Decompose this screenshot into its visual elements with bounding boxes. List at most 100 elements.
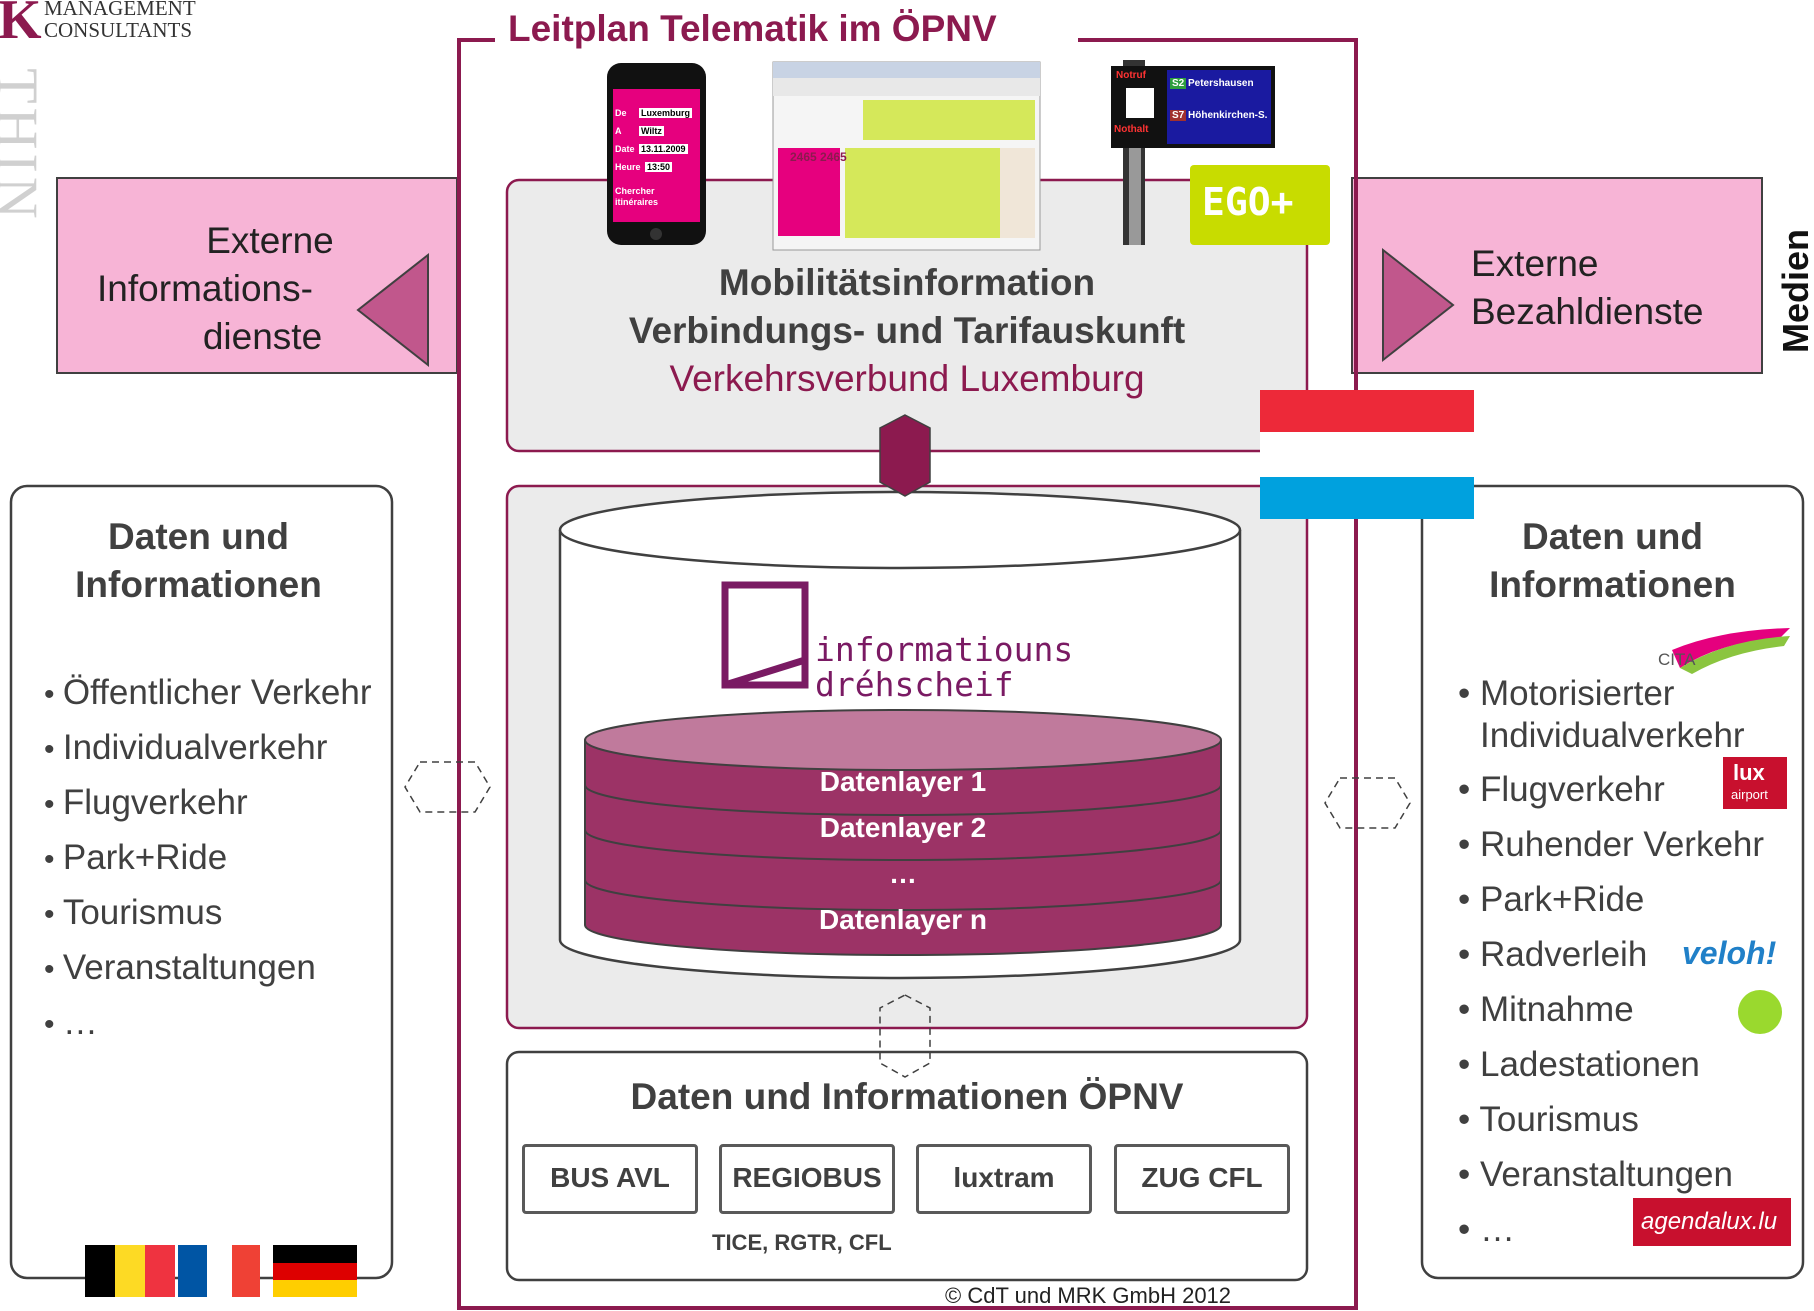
connector-bottom	[879, 994, 931, 1078]
right-item-6: • Mitnahme	[1458, 990, 1634, 1029]
list-item: Individualverkehr	[44, 728, 372, 783]
cita-logo-swoosh	[1672, 628, 1790, 668]
phone-label-to: A	[615, 126, 622, 136]
sign-line2-dest: Höhenkirchen-S.	[1188, 110, 1268, 121]
left-panel-title-2: Informationen	[75, 564, 322, 605]
diagram-title: Leitplan Telematik im ÖPNV	[508, 8, 997, 49]
cylinder-top	[558, 490, 1242, 570]
right-item-9-text: Veranstaltungen	[1479, 1155, 1733, 1194]
sign-line1-no: S2	[1170, 78, 1187, 89]
right-item-3: • Ruhender Verkehr	[1458, 825, 1765, 864]
right-arrow-label-2: Bezahldienste	[1471, 291, 1704, 332]
mobility-line-1: Mobilitätsinformation	[718, 262, 1096, 303]
right-item-7: • Ladestationen	[1458, 1045, 1700, 1084]
system-zug-cfl-label: ZUG CFL	[1141, 1162, 1263, 1193]
right-panel-title-1: Daten und	[1522, 516, 1703, 557]
right-item-1: • Motorisierter	[1458, 674, 1675, 713]
phone-label-time: Heure	[615, 162, 641, 172]
right-item-4-text: Park+Ride	[1479, 880, 1645, 919]
system-bus-avl: BUS AVL	[522, 1144, 698, 1214]
phone-label-from: De	[615, 108, 627, 118]
hub-logo-line2: dréhscheif	[815, 665, 1014, 704]
left-arrow-label-1: Externe	[206, 220, 334, 261]
list-item: Flugverkehr	[44, 783, 372, 838]
data-layer-n: Datenlayer n	[818, 904, 988, 935]
right-item-6-text: Mitnahme	[1479, 990, 1634, 1029]
left-arrow-shape	[356, 252, 429, 368]
agendalux-logo-text: agendalux.lu	[1641, 1208, 1778, 1235]
right-item-2: • Flugverkehr	[1458, 770, 1665, 809]
left-panel-list: Öffentlicher Verkehr Individualverkehr F…	[44, 673, 372, 1058]
veloh-logo-text: veloh!	[1682, 935, 1777, 971]
opnv-box	[505, 1050, 1309, 1282]
right-panel-box	[1420, 484, 1805, 1280]
copyright: © CdT und MRK GmbH 2012	[945, 1283, 1232, 1308]
lux-flag-white	[1260, 432, 1474, 477]
connector-right	[1324, 777, 1411, 829]
left-panel-title-1: Daten und	[108, 516, 289, 557]
mobility-line-2: Verbindungs- und Tarifauskunft	[628, 310, 1186, 351]
website-phone-number: 2465 2465	[790, 150, 847, 164]
medien-label: Medien	[1775, 228, 1814, 354]
mobility-line-3: Verkehrsverbund Luxemburg	[669, 358, 1145, 399]
right-item-2-text: Flugverkehr	[1479, 770, 1665, 809]
right-item-5: • Radverleih	[1458, 935, 1648, 974]
system-luxtram-label: luxtram	[953, 1162, 1055, 1193]
company-line1: MANAGEMENT	[44, 0, 196, 20]
right-pink-band	[1351, 177, 1763, 374]
right-arrow-label-1: Externe	[1471, 243, 1599, 284]
phone-value-date[interactable]: 13.11.2009	[639, 144, 688, 154]
phone-form: De Luxemburg A Wiltz Date 13.11.2009 Heure 1…	[615, 104, 699, 208]
right-item-7-text: Ladestationen	[1479, 1045, 1700, 1084]
sign-line2-no: S7	[1170, 110, 1187, 121]
system-luxtram: luxtram	[916, 1144, 1092, 1214]
data-layer-2: Datenlayer 2	[819, 812, 987, 843]
phone-value-from[interactable]: Luxemburg	[639, 108, 693, 118]
company-vertical-text: THIN	[0, 68, 50, 223]
lux-flag-blue	[1260, 477, 1474, 519]
cita-logo-text: CITA	[1658, 650, 1696, 669]
hub-logo-frame	[721, 581, 809, 689]
left-pink-band	[56, 177, 458, 374]
right-item-1b: Individualverkehr	[1480, 716, 1745, 755]
right-item-4: • Park+Ride	[1458, 880, 1645, 919]
connector-left	[404, 761, 491, 813]
outer-frame	[457, 38, 1358, 1310]
right-panel-title-2: Informationen	[1489, 564, 1736, 605]
phone-label-date: Date	[615, 144, 635, 154]
company-line2: CONSULTANTS	[44, 18, 193, 42]
left-arrow-label-2: Informations-	[97, 268, 313, 309]
ego-logo-bg	[1190, 165, 1330, 245]
system-regiobus-label: REGIOBUS	[732, 1162, 882, 1193]
lux-airport-logo	[1723, 757, 1787, 809]
connector-solid	[879, 414, 931, 497]
lux-airport-logo-text-1: lux	[1733, 760, 1765, 785]
sign-nothalt: Nothalt	[1114, 124, 1149, 135]
opnv-subtitle: TICE, RGTR, CFL	[712, 1230, 892, 1255]
sign-line1-dest: Petershausen	[1188, 78, 1254, 89]
phone-search-button[interactable]: Chercher itinéraires	[615, 186, 659, 207]
right-item-3-text: Ruhender Verkehr	[1479, 825, 1765, 864]
list-item: Park+Ride	[44, 838, 372, 893]
data-layer-ellipsis: …	[889, 858, 917, 889]
layer-stack	[584, 709, 1222, 956]
right-item-10-text: …	[1479, 1210, 1515, 1249]
ego-logo-text: EGO+	[1202, 180, 1294, 224]
list-item: Tourismus	[44, 893, 372, 948]
right-item-5-text: Radverleih	[1479, 935, 1648, 974]
phone-value-to[interactable]: Wiltz	[639, 126, 664, 136]
phone-value-time[interactable]: 13:50	[645, 162, 673, 172]
system-regiobus: REGIOBUS	[719, 1144, 895, 1214]
right-item-8-text: Tourismus	[1479, 1100, 1639, 1139]
country-flags	[85, 1245, 357, 1297]
right-item-8: • Tourismus	[1458, 1100, 1639, 1139]
opnv-title: Daten und Informationen ÖPNV	[630, 1076, 1184, 1117]
right-item-9: • Veranstaltungen	[1458, 1155, 1733, 1194]
mitnahme-logo	[1738, 990, 1782, 1034]
system-bus-avl-label: BUS AVL	[550, 1162, 670, 1193]
left-arrow-label-3: dienste	[202, 316, 323, 357]
lux-airport-logo-text-2: airport	[1731, 787, 1768, 802]
right-item-10: • …	[1458, 1210, 1515, 1249]
sign-notruf: Notruf	[1116, 70, 1146, 81]
list-item: Öffentlicher Verkehr	[44, 673, 372, 728]
